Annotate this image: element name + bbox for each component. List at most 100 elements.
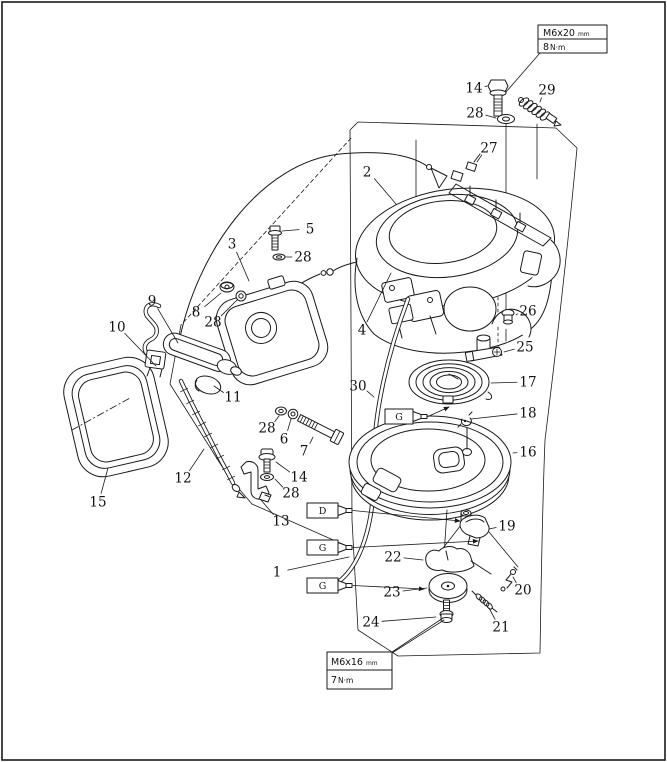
seal-ring-15	[63, 356, 169, 478]
part-number-1: 1	[273, 565, 282, 581]
starter-rope-12	[178, 378, 246, 499]
torque-top-size-unit: mm	[578, 31, 590, 38]
callout-leader-14	[275, 461, 291, 473]
tube-apply-arrow	[352, 585, 425, 592]
part-number-28: 28	[282, 486, 299, 502]
callout-leader-14	[484, 85, 488, 88]
grommet-26	[501, 309, 515, 325]
part-number-4: 4	[358, 323, 367, 339]
tube-code-G: G	[395, 412, 403, 423]
spacer-6	[287, 408, 299, 420]
part-number-15: 15	[89, 495, 106, 511]
callout-leader-13	[260, 499, 274, 515]
part-number-3: 3	[228, 237, 237, 253]
rope-guide-fitting	[177, 152, 448, 348]
callout-leader-2	[373, 178, 397, 205]
torque-top-size: M6x20	[543, 28, 575, 39]
bracket-10	[144, 349, 167, 378]
starter-pulley-16	[348, 411, 512, 562]
svg-text:8N·m: 8N·m	[543, 42, 565, 53]
part-number-13: 13	[272, 514, 289, 530]
mounting-rail	[448, 183, 561, 288]
part-number-17: 17	[519, 375, 536, 391]
part-number-20: 20	[514, 583, 531, 599]
callout-leader-7	[309, 436, 314, 444]
part-number-5: 5	[306, 222, 315, 238]
part-number-9: 9	[148, 294, 157, 310]
bolt-7	[296, 414, 345, 445]
callout-leader-4	[366, 272, 392, 323]
bolt-5	[268, 225, 282, 251]
part-number-19: 19	[498, 519, 515, 535]
callout-leader-19	[488, 527, 497, 530]
tube-tip	[345, 583, 353, 588]
tube-icon-g-0: G	[384, 406, 450, 425]
clamp-25	[464, 334, 503, 362]
callout-leader-3	[236, 251, 250, 282]
callout-leader-1	[287, 556, 350, 571]
callout-leader-28	[274, 415, 280, 423]
callout-leader-28	[485, 114, 497, 119]
part-number-25: 25	[516, 340, 533, 356]
tube-nozzle	[337, 580, 347, 591]
callout-leader-17	[490, 381, 518, 384]
callout-leader-18	[470, 413, 518, 420]
callout-leader-28	[274, 478, 284, 488]
callout-leader-30	[366, 390, 375, 398]
washer-28-d	[275, 406, 287, 416]
tube-tip	[420, 414, 428, 419]
callout-leader-26	[515, 313, 518, 316]
washer-28-b	[272, 253, 286, 261]
tube-code-G: G	[319, 581, 327, 592]
torque-bottom-value: 7	[331, 675, 337, 686]
engine-assembly	[177, 152, 561, 354]
part-number-2: 2	[363, 165, 372, 181]
torque-top-value-unit: N·m	[550, 43, 565, 52]
tube-tip	[345, 508, 353, 513]
part-number-21: 21	[492, 620, 509, 636]
bolt-14-bottom	[258, 448, 276, 473]
callout-leader-21	[488, 607, 496, 620]
nut-8	[219, 281, 235, 293]
clamp-27	[450, 153, 481, 182]
friction-plate-23	[428, 573, 468, 603]
tube-nozzle	[337, 505, 347, 516]
part-number-27: 27	[480, 141, 497, 157]
part-number-6: 6	[280, 432, 289, 448]
tube-icon-d-1: D	[306, 502, 461, 523]
tube-code-G: G	[319, 543, 327, 554]
tube-nozzle	[337, 542, 347, 553]
callout-leader-28	[220, 299, 238, 317]
torque-bottom-size: M6x16	[331, 657, 363, 668]
callout-leader-22	[403, 557, 424, 561]
callout-leader-11	[213, 385, 224, 393]
callout-leader-10	[124, 332, 157, 367]
part-number-24: 24	[362, 615, 379, 631]
svg-text:7N·m: 7N·m	[331, 675, 353, 686]
bracket-13	[240, 461, 272, 503]
part-number-12: 12	[174, 471, 191, 487]
washer-28-c	[235, 290, 247, 302]
part-number-22: 22	[384, 550, 401, 566]
callout-leader-15	[100, 467, 109, 494]
washer-28-e	[260, 473, 274, 481]
bolt-24	[391, 599, 454, 654]
part-number-28: 28	[258, 421, 275, 437]
clip-18	[457, 411, 473, 428]
part-number-29: 29	[538, 83, 555, 99]
part-number-18: 18	[519, 406, 536, 422]
tube-tip	[345, 545, 353, 550]
callout-leader-29	[539, 97, 542, 103]
washer-28-top	[497, 114, 515, 124]
callout-leader-12	[189, 448, 205, 472]
tube-icon-g-3: G	[306, 577, 425, 594]
part-number-7: 7	[300, 444, 309, 460]
flywheel	[354, 187, 556, 307]
part-number-28: 28	[466, 106, 483, 122]
